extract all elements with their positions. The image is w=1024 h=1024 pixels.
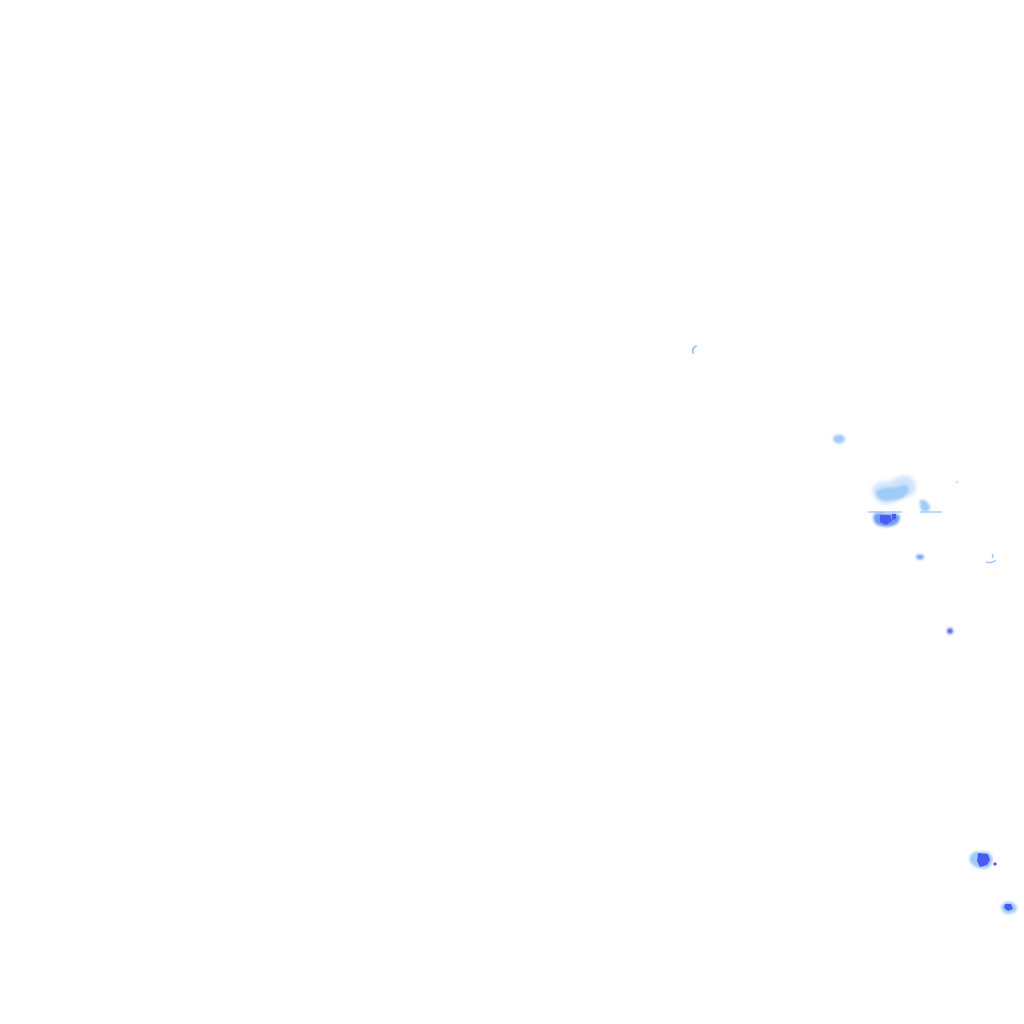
radar-echo-dot — [955, 480, 959, 484]
radar-echo-hook — [691, 345, 697, 354]
radar-echo-hook-2 — [985, 553, 997, 564]
radar-echo-lower-cluster-1 — [969, 851, 997, 869]
radar-echo-small-2 — [947, 628, 953, 634]
radar-echo-lower-cluster-2 — [1001, 901, 1017, 914]
radar-echo-small-1 — [916, 554, 924, 560]
radar-echo-isolated-blob — [833, 434, 845, 444]
radar-echo-main-cluster — [868, 475, 942, 527]
